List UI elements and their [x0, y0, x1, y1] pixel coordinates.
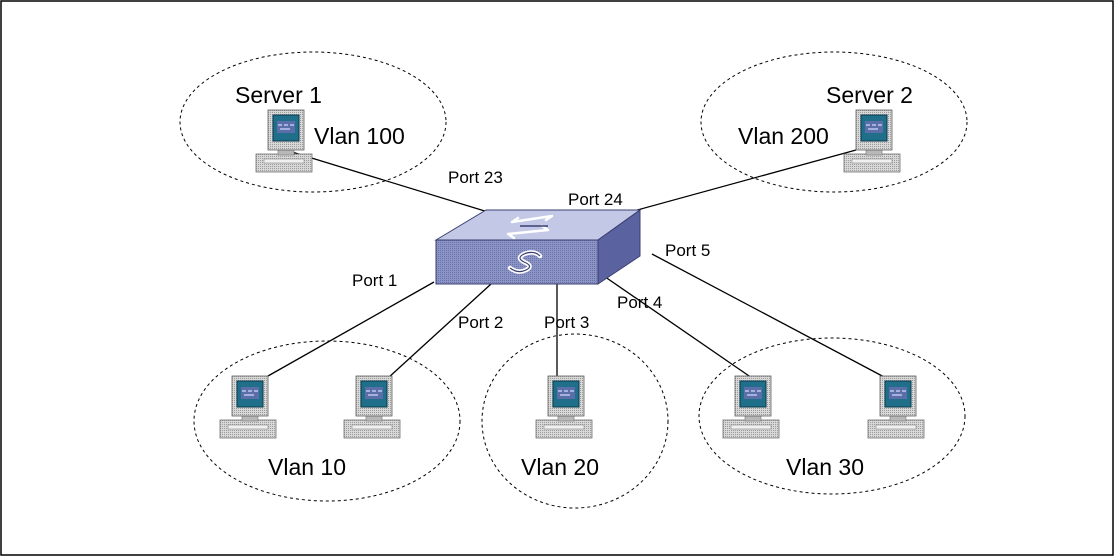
port24-label: Port 24 — [568, 190, 623, 209]
vlan100-label: Vlan 100 — [314, 123, 405, 149]
link-port24 — [629, 149, 857, 213]
vlan200-label: Vlan 200 — [738, 123, 829, 149]
desktop-computer-icon — [219, 375, 277, 439]
server1-title: Server 1 — [235, 82, 322, 108]
port5-label: Port 5 — [665, 241, 710, 260]
vlan20-boundary — [481, 333, 669, 509]
link-port1 — [267, 281, 435, 377]
switch-icon — [434, 209, 642, 285]
vlan10-boundary — [193, 340, 461, 502]
vlan20-label: Vlan 20 — [521, 454, 599, 480]
vlan10-label: Vlan 10 — [268, 454, 346, 480]
desktop-computer-icon — [867, 375, 925, 439]
desktop-computer-icon — [535, 375, 593, 439]
link-port2 — [387, 273, 503, 379]
connection-lines — [267, 149, 887, 379]
port23-label: Port 23 — [448, 168, 503, 187]
port4-label: Port 4 — [617, 293, 662, 312]
desktop-computer-icon — [343, 375, 401, 439]
port3-label: Port 3 — [544, 313, 589, 332]
link-port23 — [291, 151, 489, 213]
link-port4 — [597, 271, 753, 379]
desktop-computer-icon — [722, 375, 780, 439]
vlan30-label: Vlan 30 — [786, 454, 864, 480]
desktop-computer-icon — [843, 109, 901, 173]
vlan100-boundary — [179, 51, 447, 193]
server2-title: Server 2 — [826, 82, 913, 108]
port2-label: Port 2 — [458, 313, 503, 332]
vlan30-boundary — [698, 337, 966, 495]
link-port5 — [651, 253, 887, 379]
desktop-computer-icon — [255, 109, 313, 173]
vlan200-boundary — [700, 51, 968, 193]
port1-label: Port 1 — [352, 271, 397, 290]
